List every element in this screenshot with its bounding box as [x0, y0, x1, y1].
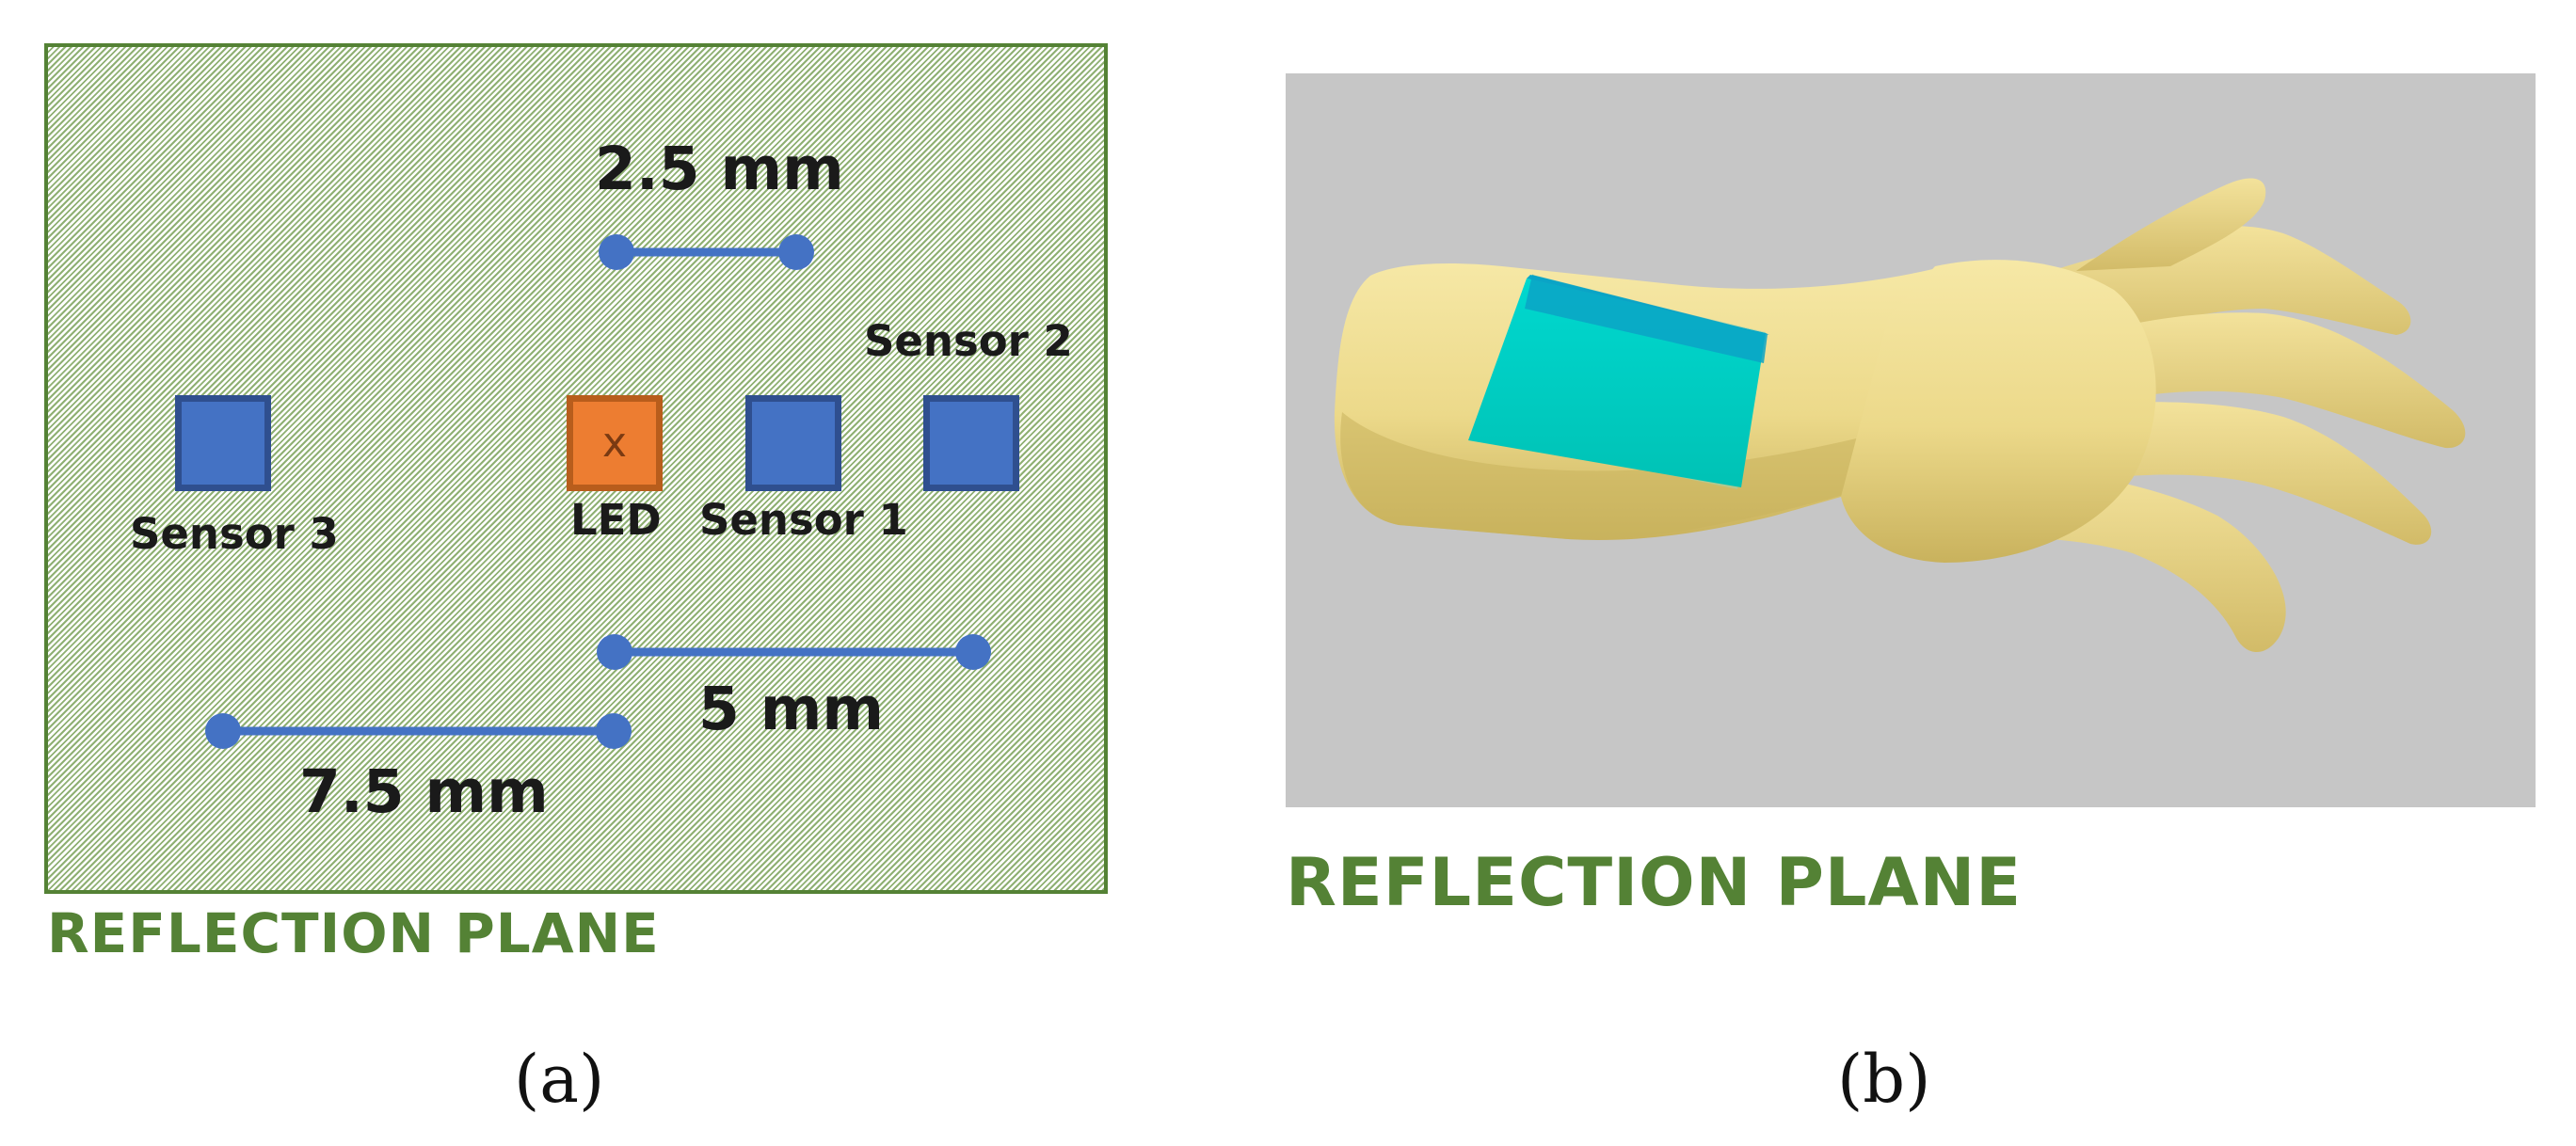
wearable-sensor-patch: [1468, 274, 1769, 489]
sensor-3-label: Sensor 3: [130, 509, 339, 559]
dimension-label-5mm: 5 mm: [698, 675, 885, 743]
palm: [1841, 260, 2156, 563]
sensor-1-label: Sensor 1: [699, 495, 908, 545]
sensor-1-square: [745, 395, 841, 491]
sensor-2-label: Sensor 2: [864, 316, 1073, 366]
led-square: x: [567, 395, 663, 491]
dimension-line-7-5mm: [205, 713, 632, 749]
dimension-label-7-5mm: 7.5 mm: [299, 757, 549, 826]
caption-b: (b): [1837, 1041, 1931, 1118]
hand-illustration: [1334, 178, 2466, 653]
plane-label-b: REFLECTION PLANE: [1286, 844, 2023, 921]
caption-a: (a): [514, 1041, 605, 1118]
led-label: LED: [570, 495, 662, 545]
sensor-2-square: [923, 395, 1019, 491]
dimension-label-2-5mm: 2.5 mm: [595, 135, 844, 203]
plane-label-a: REFLECTION PLANE: [47, 901, 660, 965]
dimension-line-5mm: [597, 634, 991, 670]
dimension-line-2-5mm: [599, 234, 814, 270]
sensor-3-square: [175, 395, 271, 491]
